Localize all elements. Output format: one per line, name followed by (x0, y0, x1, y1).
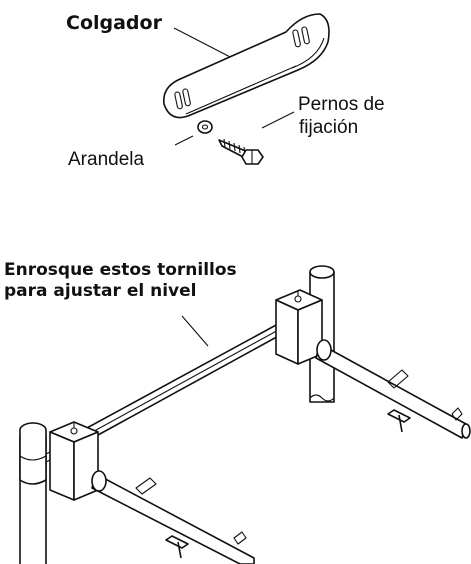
left-pole (19, 422, 75, 564)
cross-bar (73, 311, 305, 447)
washer (197, 120, 213, 134)
left-arm (91, 470, 255, 564)
leader-washer (174, 135, 194, 146)
right-collar-block (275, 289, 323, 365)
leader-screws (181, 315, 209, 347)
leader-hanger (173, 27, 237, 61)
fixing-bolt (218, 138, 264, 165)
label-bolts-line2: fijación (299, 117, 359, 138)
label-washer: Arandela (68, 149, 145, 170)
hanger-bracket (162, 13, 330, 119)
leader-bolts (261, 111, 295, 129)
label-screws-line2: para ajustar el nivel (4, 281, 197, 301)
label-hanger: Colgador (66, 12, 162, 34)
left-collar-block (49, 421, 99, 501)
label-bolts-line1: Pernos de (298, 94, 385, 115)
label-screws-line1: Enrosque estos tornillos (4, 260, 237, 280)
right-arm (315, 339, 471, 439)
